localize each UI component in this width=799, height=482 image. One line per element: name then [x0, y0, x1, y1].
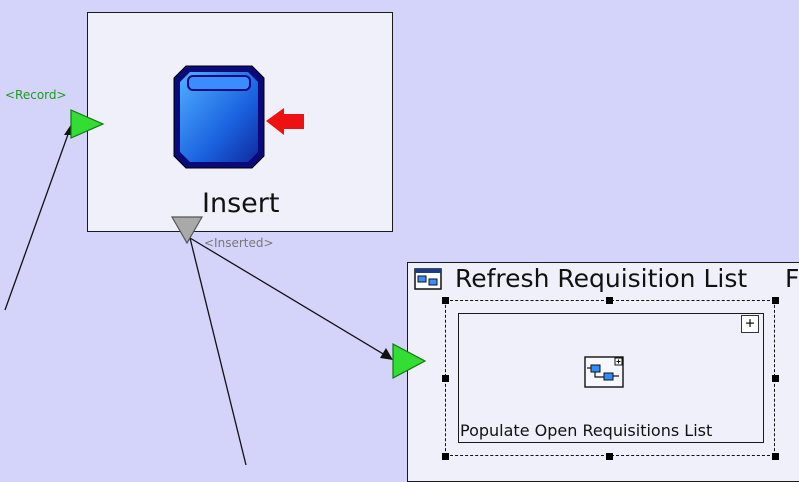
connector-to-record-port[interactable] [4, 125, 72, 311]
resize-handle-nw[interactable] [442, 297, 449, 304]
refresh-node-title: Refresh Requisition List [455, 264, 748, 293]
inserted-port-label: <Inserted> [204, 236, 274, 250]
connector-arrowhead-refresh [380, 348, 393, 360]
resize-handle-e[interactable] [772, 375, 779, 382]
resize-handle-sw[interactable] [442, 453, 449, 460]
resize-handle-n[interactable] [606, 297, 613, 304]
resize-handle-ne[interactable] [772, 297, 779, 304]
record-port-label: <Record> [5, 88, 67, 102]
subprocess-icon [414, 268, 442, 290]
connector-inserted-down[interactable] [189, 237, 247, 465]
refresh-input-port[interactable] [391, 342, 427, 380]
connector-inserted-to-refresh[interactable] [189, 237, 391, 359]
refresh-node-title-overflow: F [785, 266, 799, 291]
subflow-label: Populate Open Requisitions List [460, 421, 713, 440]
record-input-port[interactable] [69, 108, 105, 140]
insert-node-title: Insert [202, 188, 280, 219]
resize-handle-se[interactable] [772, 453, 779, 460]
resize-handle-s[interactable] [606, 453, 613, 460]
expand-subflow-button[interactable]: + [741, 315, 759, 333]
flowchart-icon [584, 356, 624, 388]
database-insert-icon [173, 65, 304, 169]
resize-handle-w[interactable] [442, 375, 449, 382]
insert-red-arrow [266, 108, 304, 135]
inserted-output-port[interactable] [170, 215, 204, 245]
